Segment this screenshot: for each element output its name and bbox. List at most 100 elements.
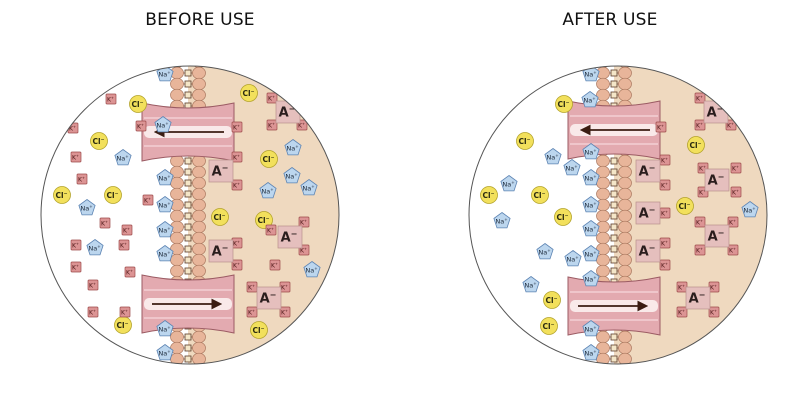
svg-text:A−: A−	[708, 172, 725, 188]
sodium-ion: Na+	[564, 250, 582, 267]
chloride-ion: Cl−	[531, 186, 549, 204]
svg-text:A−: A−	[281, 229, 298, 245]
svg-text:K+: K+	[107, 96, 114, 103]
potassium-ion: K+	[676, 306, 688, 318]
svg-text:K+: K+	[271, 262, 278, 269]
svg-text:Cl−: Cl−	[253, 326, 265, 335]
potassium-ion: K+	[694, 119, 706, 131]
ion-channel	[567, 100, 661, 160]
sodium-ion: Na+	[493, 212, 511, 229]
svg-text:Cl−: Cl−	[546, 296, 558, 305]
svg-text:K+: K+	[729, 247, 736, 254]
svg-text:K+: K+	[696, 122, 703, 129]
svg-text:Cl−: Cl−	[93, 137, 105, 146]
chloride-ion: Cl−	[211, 208, 229, 226]
svg-text:K+: K+	[233, 262, 240, 269]
potassium-ion: K+	[730, 186, 742, 198]
svg-text:K+: K+	[661, 210, 668, 217]
anion-protein: A−	[277, 225, 303, 249]
svg-text:A−: A−	[639, 243, 656, 259]
potassium-ion: K+	[231, 179, 243, 191]
chloride-ion: Cl−	[53, 186, 71, 204]
potassium-ion: K+	[659, 259, 671, 271]
ion-channel	[141, 274, 235, 334]
potassium-ion: K+	[246, 306, 258, 318]
chloride-ion: Cl−	[114, 316, 132, 334]
chloride-ion: Cl−	[255, 211, 273, 229]
chloride-ion: Cl−	[687, 136, 705, 154]
chloride-ion: Cl−	[540, 317, 558, 335]
svg-text:K+: K+	[248, 284, 255, 291]
svg-text:Na+: Na+	[743, 206, 755, 215]
svg-text:K+: K+	[144, 197, 151, 204]
potassium-ion: K+	[655, 121, 667, 133]
cell-outline	[40, 65, 340, 365]
svg-text:Na+: Na+	[158, 250, 170, 259]
potassium-ion: K+	[231, 151, 243, 163]
svg-text:K+: K+	[678, 309, 685, 316]
svg-text:Na+: Na+	[584, 225, 596, 234]
svg-text:K+: K+	[732, 165, 739, 172]
anion-protein: A−	[256, 286, 282, 310]
sodium-ion: Na+	[156, 221, 174, 238]
anion-protein: A−	[635, 239, 661, 263]
sodium-ion: Na+	[156, 245, 174, 262]
potassium-ion: K+	[118, 239, 130, 251]
svg-text:K+: K+	[101, 220, 108, 227]
svg-text:K+: K+	[137, 123, 144, 130]
svg-text:Na+: Na+	[80, 204, 92, 213]
chloride-ion: Cl−	[260, 150, 278, 168]
svg-text:Na+: Na+	[261, 187, 273, 196]
svg-text:K+: K+	[126, 269, 133, 276]
svg-text:A−: A−	[707, 104, 724, 120]
svg-text:Cl−: Cl−	[263, 155, 275, 164]
svg-text:K+: K+	[121, 309, 128, 316]
sodium-ion: Na+	[582, 169, 600, 186]
sodium-ion: Na+	[114, 149, 132, 166]
svg-text:Na+: Na+	[584, 70, 596, 79]
sodium-ion: Na+	[582, 245, 600, 262]
svg-text:K+: K+	[696, 95, 703, 102]
svg-text:K+: K+	[729, 219, 736, 226]
sodium-ion: Na+	[283, 167, 301, 184]
sodium-ion: Na+	[582, 143, 600, 160]
svg-text:Na+: Na+	[156, 121, 168, 130]
potassium-ion: K+	[124, 266, 136, 278]
anion-protein: A−	[635, 159, 661, 183]
potassium-ion: K+	[76, 173, 88, 185]
svg-text:K+: K+	[248, 309, 255, 316]
svg-text:Na+: Na+	[584, 325, 596, 334]
sodium-ion: Na+	[284, 139, 302, 156]
potassium-ion: K+	[99, 217, 111, 229]
svg-text:K+: K+	[732, 189, 739, 196]
svg-text:K+: K+	[233, 182, 240, 189]
anion-protein: A−	[703, 100, 729, 124]
potassium-ion: K+	[279, 306, 291, 318]
potassium-ion: K+	[725, 92, 737, 104]
after-use-title: AFTER USE	[562, 10, 658, 30]
svg-text:K+: K+	[267, 227, 274, 234]
sodium-ion: Na+	[582, 220, 600, 237]
potassium-ion: K+	[231, 121, 243, 133]
potassium-ion: K+	[246, 281, 258, 293]
potassium-ion: K+	[730, 162, 742, 174]
svg-text:A−: A−	[639, 163, 656, 179]
anion-protein: A−	[635, 201, 661, 225]
svg-text:Na+: Na+	[584, 275, 596, 284]
svg-text:K+: K+	[298, 122, 305, 129]
chloride-ion: Cl−	[129, 95, 147, 113]
svg-text:K+: K+	[657, 124, 664, 131]
potassium-ion: K+	[142, 194, 154, 206]
potassium-ion: K+	[279, 281, 291, 293]
cell-panel-after: Na+Na+Na+Na+Na+Na+Na+Na+Na+Na+Na+Na+Na+N…	[468, 65, 768, 365]
svg-text:Na+: Na+	[285, 172, 297, 181]
svg-text:Cl−: Cl−	[107, 191, 119, 200]
cell-panel-before: Na+Na+Na+Na+Na+Na+Na+Na+Na+Na+Na+Na+Na+N…	[40, 65, 340, 365]
potassium-ion: K+	[298, 216, 310, 228]
potassium-ion: K+	[105, 93, 117, 105]
chloride-ion: Cl−	[240, 84, 258, 102]
svg-text:A−: A−	[212, 163, 229, 179]
anion-protein: A−	[704, 168, 730, 192]
svg-text:A−: A−	[639, 205, 656, 221]
potassium-ion: K+	[694, 244, 706, 256]
